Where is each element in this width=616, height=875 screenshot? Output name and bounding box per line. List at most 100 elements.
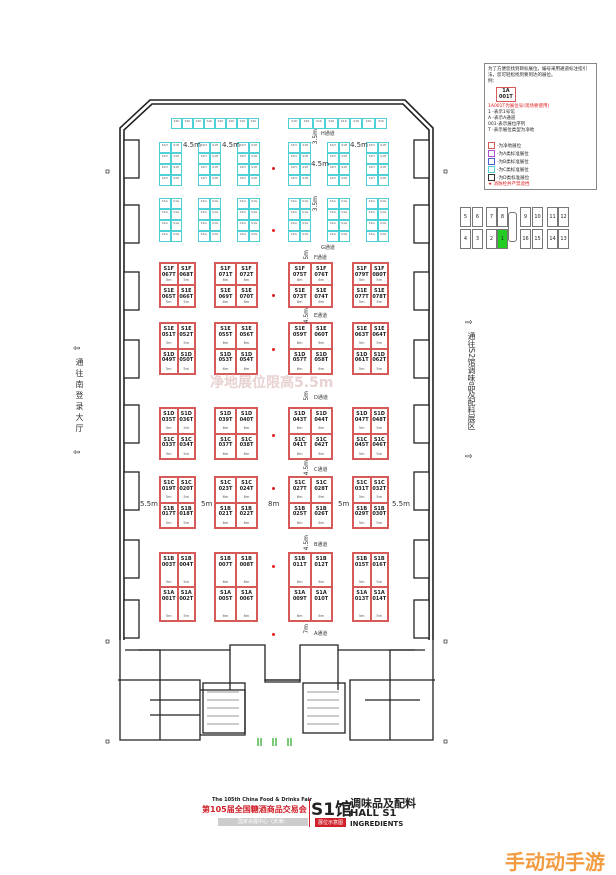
standard-booth[interactable]: S1H bbox=[237, 153, 249, 164]
standard-booth[interactable]: S1G bbox=[299, 209, 311, 220]
standard-booth[interactable]: S1G bbox=[377, 231, 389, 242]
standard-booth[interactable]: S1H bbox=[198, 142, 210, 153]
minimap-hall[interactable]: 2 bbox=[486, 229, 497, 249]
standard-booth[interactable]: S1G bbox=[366, 220, 378, 231]
standard-booth[interactable]: S1G bbox=[237, 220, 249, 231]
standard-booth[interactable]: S1H bbox=[209, 175, 221, 186]
standard-booth[interactable]: S1H bbox=[377, 175, 389, 186]
standard-booth[interactable]: S1K bbox=[300, 118, 313, 129]
standard-booth[interactable]: S1G bbox=[288, 198, 300, 209]
standard-booth[interactable]: S1H bbox=[248, 175, 260, 186]
standard-booth[interactable]: S1G bbox=[209, 220, 221, 231]
standard-booth[interactable]: S1G bbox=[248, 220, 260, 231]
standard-booth[interactable]: S1G bbox=[198, 220, 210, 231]
standard-booth[interactable]: S1H bbox=[366, 153, 378, 164]
standard-booth[interactable]: S1H bbox=[198, 164, 210, 175]
standard-booth[interactable]: S1G bbox=[170, 220, 182, 231]
standard-booth[interactable]: S1G bbox=[198, 198, 210, 209]
standard-booth[interactable]: S1K bbox=[288, 118, 301, 129]
standard-booth[interactable]: S1H bbox=[327, 142, 339, 153]
standard-booth[interactable]: S1G bbox=[338, 209, 350, 220]
standard-booth[interactable]: S1G bbox=[237, 231, 249, 242]
standard-booth[interactable]: S1G bbox=[377, 220, 389, 231]
standard-booth[interactable]: S1H bbox=[170, 142, 182, 153]
standard-booth[interactable]: S1G bbox=[170, 209, 182, 220]
standard-booth[interactable]: S1H bbox=[159, 164, 171, 175]
standard-booth[interactable]: S1K bbox=[182, 118, 193, 129]
minimap-hall[interactable]: 9 bbox=[520, 207, 531, 227]
standard-booth[interactable]: S1K bbox=[350, 118, 363, 129]
standard-booth[interactable]: S1H bbox=[288, 164, 300, 175]
standard-booth[interactable]: S1H bbox=[299, 142, 311, 153]
standard-booth[interactable]: S1G bbox=[377, 198, 389, 209]
standard-booth[interactable]: S1H bbox=[248, 164, 260, 175]
standard-booth[interactable]: S1K bbox=[325, 118, 338, 129]
minimap-hall[interactable]: 6 bbox=[472, 207, 483, 227]
standard-booth[interactable]: S1H bbox=[198, 153, 210, 164]
standard-booth[interactable]: S1H bbox=[159, 153, 171, 164]
standard-booth[interactable]: S1G bbox=[248, 198, 260, 209]
standard-booth[interactable]: S1H bbox=[288, 153, 300, 164]
standard-booth[interactable]: S1G bbox=[366, 198, 378, 209]
standard-booth[interactable]: S1G bbox=[159, 220, 171, 231]
standard-booth[interactable]: S1G bbox=[327, 231, 339, 242]
standard-booth[interactable]: S1G bbox=[209, 231, 221, 242]
standard-booth[interactable]: S1H bbox=[327, 153, 339, 164]
minimap-hall[interactable]: 3 bbox=[472, 229, 483, 249]
standard-booth[interactable]: S1G bbox=[288, 231, 300, 242]
minimap-hall[interactable]: 10 bbox=[532, 207, 543, 227]
standard-booth[interactable]: S1K bbox=[215, 118, 226, 129]
standard-booth[interactable]: S1K bbox=[337, 118, 350, 129]
standard-booth[interactable]: S1G bbox=[366, 231, 378, 242]
standard-booth[interactable]: S1G bbox=[237, 209, 249, 220]
minimap-hall[interactable]: 8 bbox=[497, 207, 508, 227]
standard-booth[interactable]: S1G bbox=[198, 209, 210, 220]
standard-booth[interactable]: S1H bbox=[366, 142, 378, 153]
standard-booth[interactable]: S1H bbox=[299, 164, 311, 175]
standard-booth[interactable]: S1G bbox=[159, 231, 171, 242]
standard-booth[interactable]: S1H bbox=[288, 175, 300, 186]
standard-booth[interactable]: S1K bbox=[193, 118, 204, 129]
standard-booth[interactable]: S1H bbox=[377, 153, 389, 164]
standard-booth[interactable]: S1H bbox=[170, 164, 182, 175]
